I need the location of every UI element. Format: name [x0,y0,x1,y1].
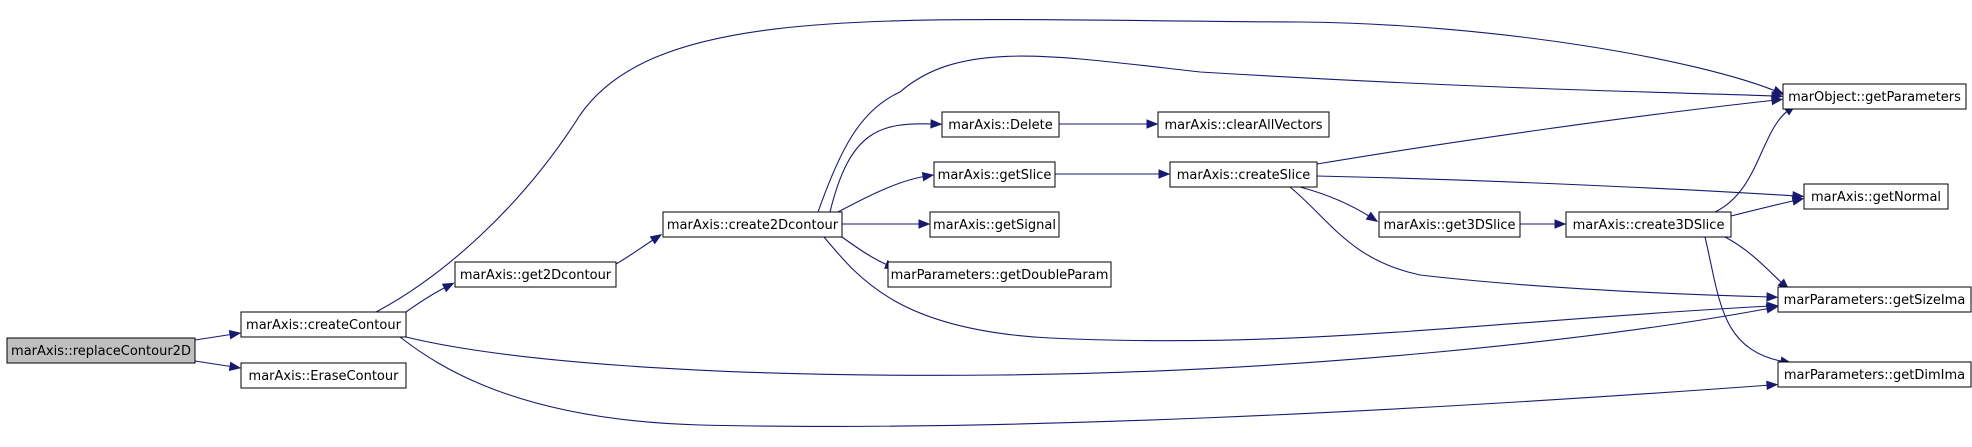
edge-create3DSlice-to-getParameters [1714,108,1791,213]
node-label-get2Dcontour: marAxis::get2Dcontour [460,268,612,283]
node-get3DSlice[interactable]: marAxis::get3DSlice [1378,211,1521,238]
edge-createSlice-to-getNormal [1316,175,1798,197]
arrowhead-get3DSlice-to-create3DSlice [1554,219,1567,229]
arrowhead-create2Dcontour-to-getSizeIma [1766,301,1779,311]
node-box-getParameters[interactable] [1782,83,1967,110]
node-label-createSlice: marAxis::createSlice [1177,168,1311,183]
edge-create2Dcontour-to-getSlice [837,175,928,213]
edge-replaceContour2D-to-createContour [194,333,235,341]
node-create2Dcontour[interactable]: marAxis::create2Dcontour [662,211,843,238]
node-label-getDimIma: marParameters::getDimIma [1784,368,1965,383]
call-graph-nodes: marAxis::replaceContour2D marAxis::create… [6,83,1972,389]
node-box-createSlice[interactable] [1169,161,1318,188]
arrowhead-Delete-to-clearAllVectors [1146,119,1159,129]
node-getDoubleParam[interactable]: marParameters::getDoubleParam [887,261,1112,288]
node-box-create2Dcontour[interactable] [662,211,843,238]
node-label-create2Dcontour: marAxis::create2Dcontour [667,218,839,233]
node-box-clearAllVectors[interactable] [1157,111,1330,138]
node-label-getNormal: marAxis::getNormal [1811,190,1941,205]
arrowhead-createSlice-to-getSizeIma [1766,292,1779,302]
node-get2Dcontour[interactable]: marAxis::get2Dcontour [454,261,617,288]
call-graph-edges [194,18,1805,427]
edge-create3DSlice-to-getSizeIma [1724,236,1785,286]
node-box-getSignal[interactable] [929,211,1060,238]
node-label-get3DSlice: marAxis::get3DSlice [1384,218,1516,233]
node-box-EraseContour[interactable] [240,362,407,389]
edge-create3DSlice-to-getNormal [1730,199,1798,217]
node-EraseContour[interactable]: marAxis::EraseContour [240,362,407,389]
edge-create2Dcontour-to-getDoubleParam [841,236,891,267]
node-label-getSizeIma: marParameters::getSizeIma [1784,293,1966,308]
edge-createSlice-to-get3DSlice [1299,186,1373,219]
node-create3DSlice[interactable]: marAxis::create3DSlice [1565,211,1732,238]
node-label-getSlice: marAxis::getSlice [938,168,1052,183]
edge-createContour-to-getParameters [375,18,1779,313]
node-getSignal[interactable]: marAxis::getSignal [929,211,1060,238]
node-box-createContour[interactable] [240,311,407,338]
edge-get2Dcontour-to-create2Dcontour [615,237,657,265]
arrowhead-createSlice-to-get3DSlice [1365,211,1379,223]
node-box-getSizeIma[interactable] [1777,286,1972,313]
node-box-get3DSlice[interactable] [1378,211,1521,238]
node-label-replaceContour2D: marAxis::replaceContour2D [11,344,191,359]
node-box-Delete[interactable] [941,111,1060,138]
edge-createSlice-to-getParameters [1316,99,1777,165]
node-clearAllVectors[interactable]: marAxis::clearAllVectors [1157,111,1330,138]
node-createContour[interactable]: marAxis::createContour [240,311,407,338]
arrowhead-getSlice-to-createSlice [1158,169,1171,179]
arrowhead-createContour-to-getDimIma [1766,380,1779,391]
edge-create2Dcontour-to-Delete [829,123,936,213]
arrowhead-createContour-to-get2Dcontour [441,282,455,293]
node-label-getDoubleParam: marParameters::getDoubleParam [891,268,1109,283]
node-getParameters[interactable]: marObject::getParameters [1782,83,1967,110]
node-label-getParameters: marObject::getParameters [1788,90,1961,105]
node-Delete[interactable]: marAxis::Delete [941,111,1060,138]
arrowhead-create2Dcontour-to-Delete [930,119,943,129]
node-box-create3DSlice[interactable] [1565,211,1732,238]
node-label-getSignal: marAxis::getSignal [933,218,1056,233]
node-box-getDimIma[interactable] [1777,361,1972,388]
edge-createContour-to-getSizeIma [405,307,1772,376]
arrowhead-createSlice-to-getParameters [1771,95,1784,106]
edge-create2Dcontour-to-getParameters [817,55,1777,213]
arrowhead-create2Dcontour-to-getSignal [918,219,931,229]
node-label-clearAllVectors: marAxis::clearAllVectors [1164,118,1322,133]
node-getNormal[interactable]: marAxis::getNormal [1803,183,1949,210]
edge-replaceContour2D-to-EraseContour [194,360,235,368]
node-label-create3DSlice: marAxis::create3DSlice [1573,218,1725,233]
node-box-getSlice[interactable] [933,161,1056,188]
node-createSlice[interactable]: marAxis::createSlice [1169,161,1318,188]
edge-createSlice-to-getSizeIma [1289,186,1772,298]
node-replaceContour2D[interactable]: marAxis::replaceContour2D [6,337,196,364]
arrowhead-create3DSlice-to-getNormal [1791,196,1805,206]
edge-create3DSlice-to-getDimIma [1704,236,1786,363]
node-box-replaceContour2D[interactable] [6,337,196,364]
node-box-get2Dcontour[interactable] [454,261,617,288]
node-box-getNormal[interactable] [1803,183,1949,210]
node-box-getDoubleParam[interactable] [887,261,1112,288]
node-label-EraseContour: marAxis::EraseContour [249,369,400,384]
node-getDimIma[interactable]: marParameters::getDimIma [1777,361,1972,388]
arrowhead-replaceContour2D-to-EraseContour [228,361,242,371]
node-getSizeIma[interactable]: marParameters::getSizeIma [1777,286,1972,313]
node-label-Delete: marAxis::Delete [948,118,1052,133]
edge-createContour-to-getDimIma [399,336,1772,427]
node-getSlice[interactable]: marAxis::getSlice [933,161,1056,188]
arrowhead-get2Dcontour-to-create2Dcontour [649,234,663,245]
edge-create2Dcontour-to-getSizeIma [823,236,1772,342]
node-label-createContour: marAxis::createContour [246,318,402,333]
arrowhead-replaceContour2D-to-createContour [228,330,242,340]
arrowhead-create2Dcontour-to-getSlice [921,171,935,182]
